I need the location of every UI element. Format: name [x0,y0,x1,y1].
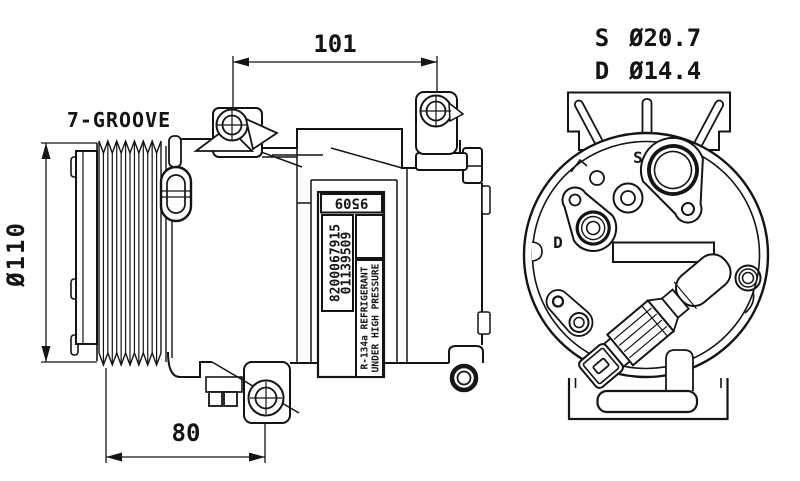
discharge-diameter: Ø14.4 [628,57,701,85]
mount-foot [208,391,223,407]
connector-socket [592,357,610,375]
arrow-left-icon [233,57,249,67]
plate-top-code: 9509 [335,195,369,211]
discharge-port [561,186,618,253]
nameplate [612,241,715,263]
pulley [70,135,193,368]
label-plate: 9509 8200067915 01139509 R-134a REFRIGER… [316,190,386,379]
electrical-connector [578,253,732,389]
port-fitting [449,363,479,393]
clutch-plate [75,150,98,345]
port-housing [448,345,484,363]
port-size-callouts: S Ø20.7 D Ø14.4 [595,24,701,85]
suction-diameter: Ø20.7 [628,24,701,52]
bottom-bolt-hole [247,379,285,417]
plate-part-number-2: 01139509 [340,232,355,295]
gusset [448,101,465,123]
arrow-up-icon [41,143,51,159]
discharge-letter: D [595,57,609,85]
gusset [244,117,279,151]
side-view: Ø110 101 80 7-GROOVE [2,30,491,463]
arrow-right-icon [421,57,437,67]
arrow-right-icon [249,452,265,462]
suction-letter: S [595,24,609,52]
groove-label: 7-GROOVE [67,108,171,132]
edge-notch [531,241,543,262]
plate-part-number-1: 8200067915 [329,224,344,302]
bolt-boss-pair [545,289,594,337]
shaft-hub [168,135,182,168]
arrow-down-icon [41,346,51,362]
dimension-diameter-110: Ø110 [2,142,97,363]
dimension-80: 80 [105,368,266,463]
suction-port [640,137,704,224]
dim-bottom-label: 80 [172,419,201,447]
plate-refrigerant-line-1: R-134a REFRIGERANT [360,266,371,369]
dim-diameter-label: Ø110 [2,221,30,288]
bottom-boss [665,349,694,391]
dimension-101: 101 [232,30,438,126]
small-hole [589,170,605,186]
port-marker-s: S [633,148,643,167]
plate-refrigerant-line-2: UNDER HIGH PRESSURE [371,263,382,372]
belt-keeper [159,165,193,223]
port-marker-d: D [553,233,563,252]
bottom-bracket [567,378,729,421]
arrow-left-icon [106,452,122,462]
mount-ear-right [415,91,468,171]
bolt-grommet-right [734,264,762,292]
compressor-body [167,128,491,424]
dim-top-label: 101 [313,30,356,58]
mount-foot [223,391,238,407]
rear-view: S Ø20.7 D Ø14.4 S [522,24,770,421]
shaft-center [612,182,644,214]
mount-ear-left [193,107,279,158]
